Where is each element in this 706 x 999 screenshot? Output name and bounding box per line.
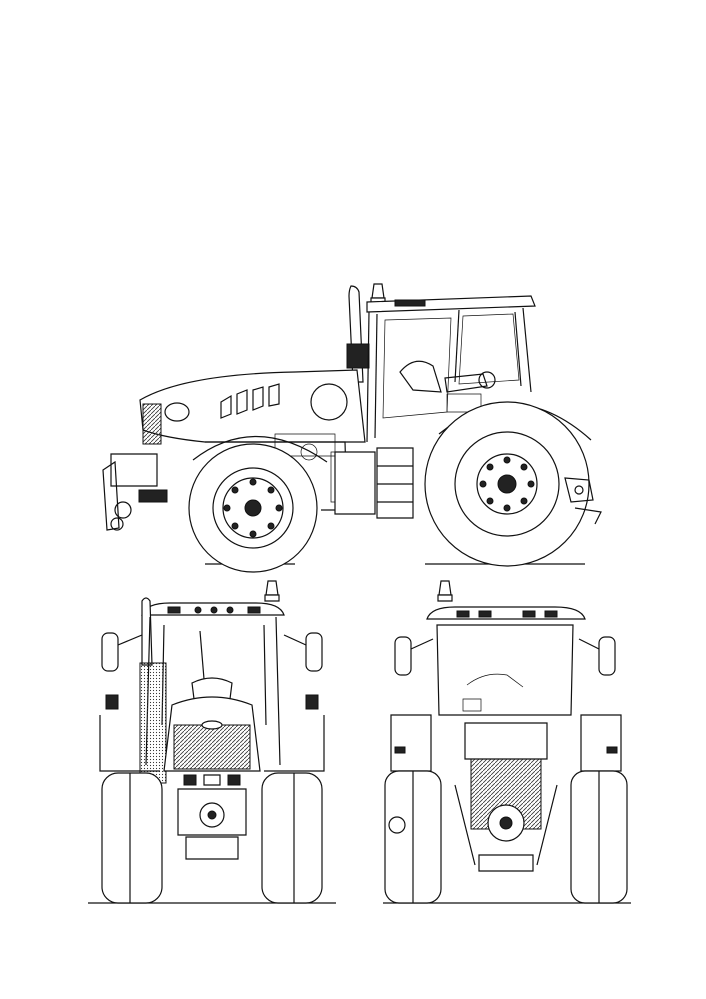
rear-lamps (395, 747, 617, 753)
air-intake (347, 344, 369, 368)
rear-hitch (565, 478, 601, 524)
cab-roof (367, 296, 535, 312)
operator-seat (192, 678, 232, 699)
exhaust-pipe (142, 598, 152, 665)
rear-fenders (391, 715, 431, 771)
cab-roof (427, 607, 585, 619)
front-linkage (103, 454, 167, 530)
left-mirror (102, 633, 142, 671)
front-grille (143, 404, 161, 444)
roof-lights (457, 611, 557, 617)
beacon-light (438, 581, 452, 601)
hood-vents (221, 384, 279, 418)
left-side-lamp (106, 695, 118, 709)
tractor-rear-view (375, 575, 637, 910)
badge (202, 721, 222, 729)
side-emblem (311, 384, 347, 420)
tractor-front-view (80, 575, 342, 910)
rear-tyres (385, 771, 627, 903)
operator-seat (400, 361, 495, 412)
right-mirror (579, 637, 615, 675)
left-mirror (395, 637, 433, 675)
rear-wheel (425, 402, 589, 566)
tractor-side-view (95, 262, 615, 574)
front-wheel (189, 444, 317, 572)
rear-hitch (455, 723, 557, 871)
right-side-lamp (306, 695, 318, 709)
right-mirror (284, 633, 322, 671)
rear-window (437, 625, 573, 715)
headlight (165, 403, 189, 421)
beacon-light (265, 581, 279, 601)
front-fenders (100, 715, 324, 771)
front-hitch (178, 789, 246, 859)
cab-steps (377, 448, 413, 518)
front-grille (174, 725, 250, 769)
front-fender (193, 436, 327, 462)
front-tyres (102, 773, 322, 903)
roof-lights (168, 607, 260, 613)
air-filter (140, 663, 166, 783)
fuel-tank (335, 452, 375, 514)
cab (367, 308, 531, 442)
headlights (184, 775, 240, 785)
